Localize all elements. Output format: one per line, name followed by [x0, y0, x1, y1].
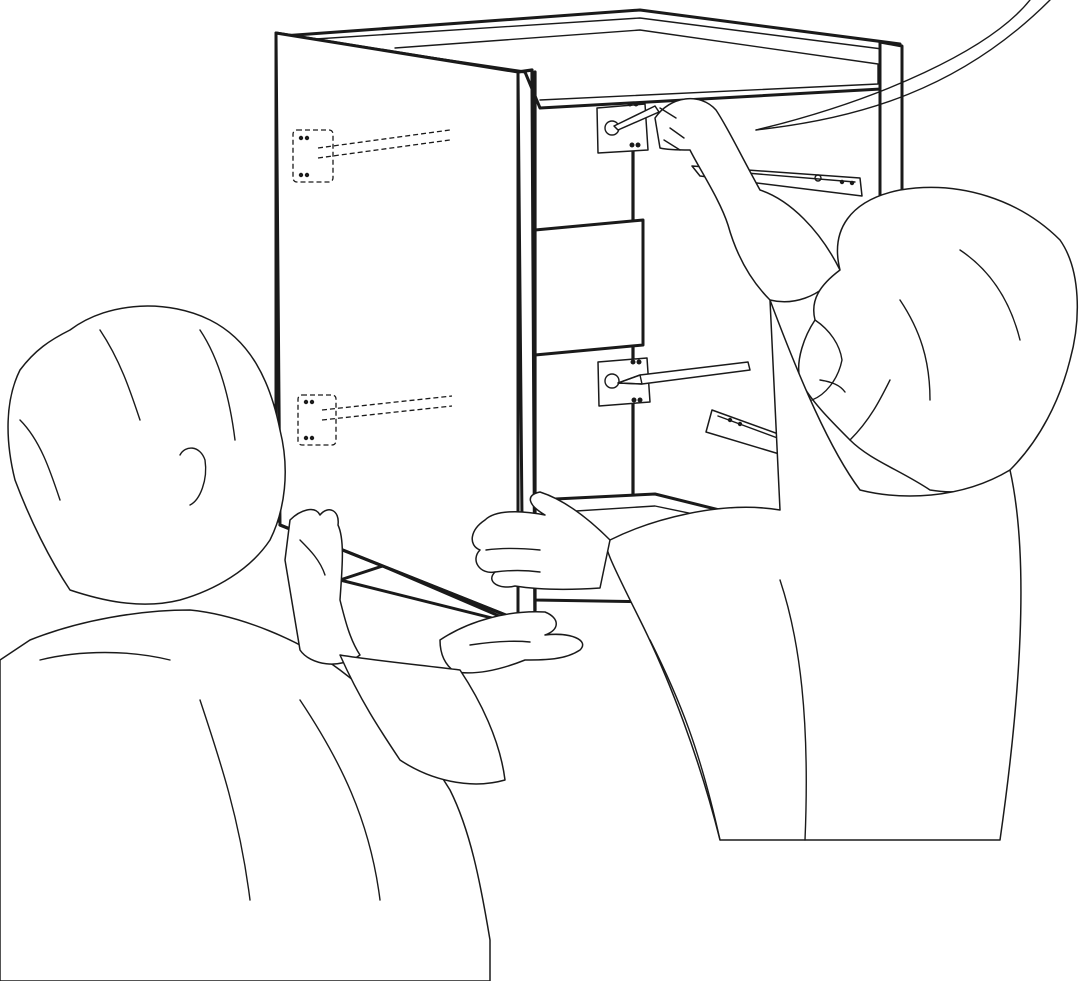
- person-left-head: [8, 306, 285, 604]
- cabinet-right-side-panel: [880, 42, 902, 200]
- person-right: [472, 99, 1077, 840]
- cabinet-middle-rail: [535, 220, 643, 355]
- person-right-head: [799, 187, 1078, 491]
- raised-arm: [655, 99, 840, 302]
- person-left-hand-lower: [440, 612, 583, 673]
